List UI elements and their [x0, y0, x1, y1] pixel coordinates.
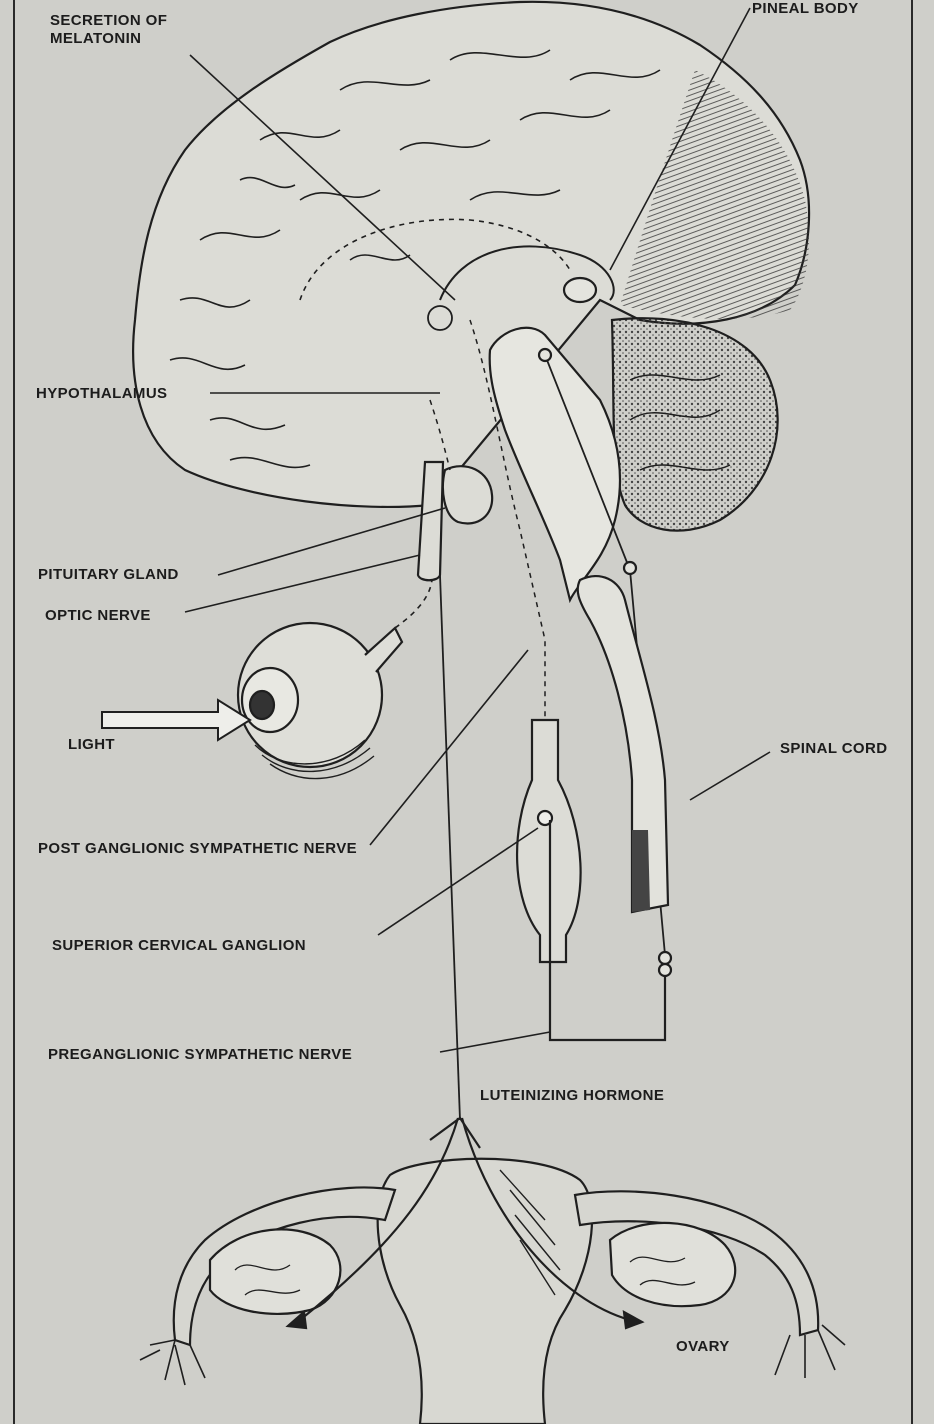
hormone-line — [440, 575, 460, 1120]
uterus-ovaries — [140, 1118, 845, 1424]
superior-cervical-ganglion — [517, 720, 581, 962]
brainstem — [490, 328, 620, 600]
spinal-cord — [578, 576, 671, 976]
pineal-body — [564, 278, 596, 302]
label-secretion-of-melatonin: SECRETION OF MELATONIN — [50, 12, 167, 48]
label-luteinizing-hormone: LUTEINIZING HORMONE — [480, 1087, 664, 1105]
label-hypothalamus: HYPOTHALAMUS — [36, 385, 167, 403]
label-ovary: OVARY — [676, 1338, 730, 1356]
right-ovary — [610, 1223, 735, 1306]
label-optic-nerve: OPTIC NERVE — [45, 607, 151, 625]
label-superior-cervical-ganglion: SUPERIOR CERVICAL GANGLION — [52, 937, 306, 955]
label-spinal-cord: SPINAL CORD — [780, 740, 887, 758]
label-pineal-body: PINEAL BODY — [752, 0, 859, 18]
brain-illustration — [133, 2, 809, 955]
label-preganglionic-sympathetic-nerve: PREGANGLIONIC SYMPATHETIC NERVE — [48, 1046, 352, 1064]
cerebellum — [612, 318, 778, 530]
pituitary-gland-shape — [443, 466, 492, 523]
light-arrow — [102, 700, 250, 740]
uterus-body — [378, 1159, 592, 1424]
eye-illustration — [238, 580, 432, 779]
label-light: LIGHT — [68, 736, 115, 754]
label-post-ganglionic-sympathetic-nerve: POST GANGLIONIC SYMPATHETIC NERVE — [38, 840, 357, 858]
label-pituitary-gland: PITUITARY GLAND — [38, 566, 179, 584]
